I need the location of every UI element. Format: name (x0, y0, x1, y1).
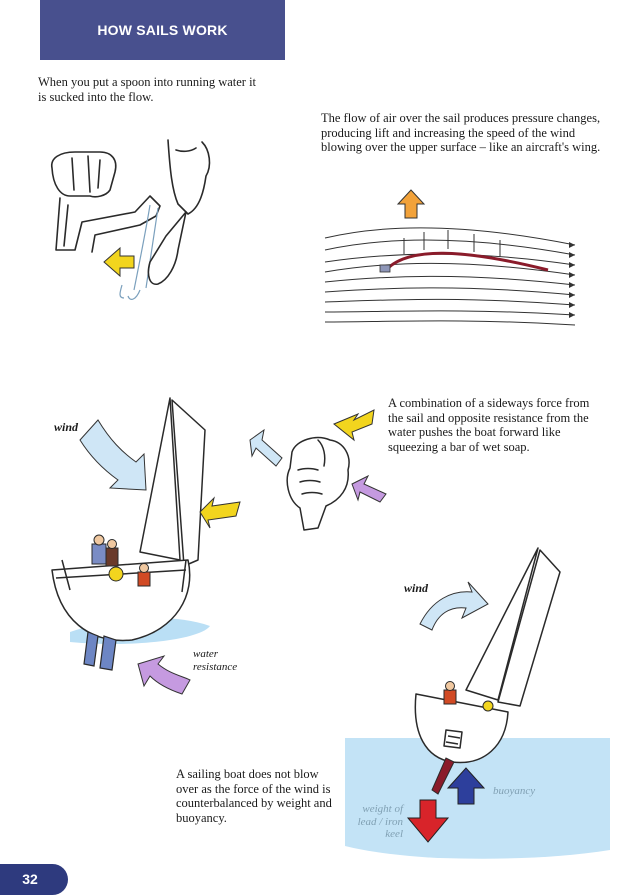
page-number-badge: 32 (0, 864, 68, 895)
page-number: 32 (22, 871, 38, 887)
sail-force-arrow-icon (199, 496, 241, 529)
spoon-text: When you put a spoon into running water … (38, 75, 257, 104)
keel-weight-label: weight of lead / iron keel (357, 803, 403, 840)
squeeze-arrow-blue-icon (249, 428, 283, 467)
water-resistance-arrow-icon (137, 655, 191, 695)
wind-label-right: wind (404, 581, 429, 595)
page-header: HOW SAILS WORK (40, 0, 285, 60)
combination-text: A combination of a sideways force from t… (388, 396, 590, 454)
water-resistance-label: water resistance (193, 648, 238, 673)
squeeze-arrow-lilac-icon (351, 474, 387, 503)
buoyancy-arrow-icon (446, 767, 486, 805)
flow-direction-arrow-icon (103, 246, 135, 278)
balance-text: A sailing boat does not blow over as the… (176, 767, 332, 825)
buoyancy-label: buoyancy (493, 785, 536, 797)
lift-arrow-icon (396, 189, 426, 219)
squeeze-arrow-yellow-icon (333, 409, 375, 442)
wind-arrow-left-icon (79, 419, 147, 491)
wind-label-left: wind (54, 420, 79, 434)
keel-weight-arrow-icon (406, 799, 450, 843)
page-title: HOW SAILS WORK (97, 22, 228, 38)
wind-arrow-right-icon (419, 581, 489, 631)
flow-text: The flow of air over the sail produces p… (321, 111, 601, 154)
